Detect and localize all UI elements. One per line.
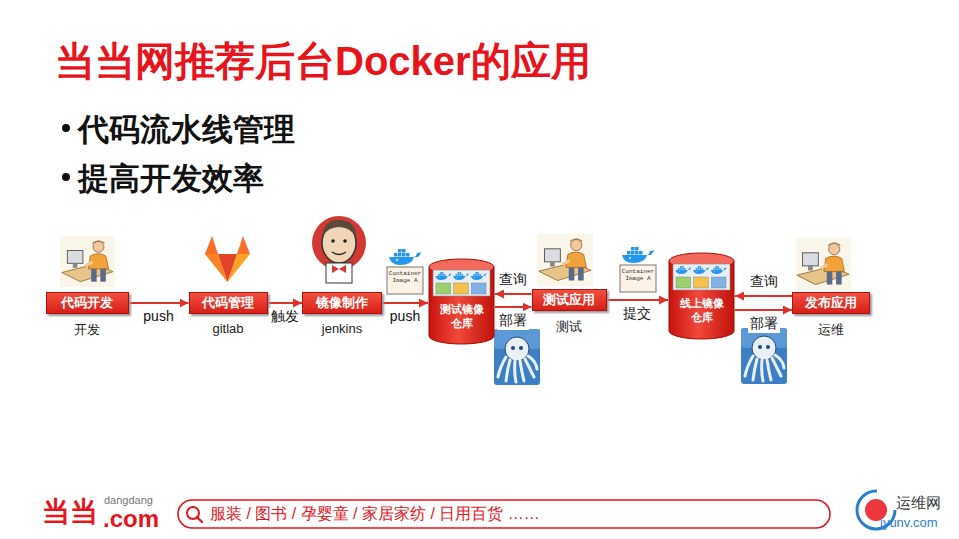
box-label: 镜像制作 xyxy=(316,294,368,312)
edge-label: 查询 xyxy=(497,271,529,289)
role-caption: 测试 xyxy=(556,318,582,336)
flow-arrow xyxy=(129,302,189,304)
flow-arrow xyxy=(495,306,532,308)
edge-label: push xyxy=(141,308,175,324)
flow-arrow xyxy=(735,309,792,311)
flow-arrow xyxy=(495,293,532,295)
role-caption: 开发 xyxy=(74,321,100,339)
process-box: 发布应用运维 xyxy=(792,292,870,314)
watermark: 运维网 xyxy=(896,494,941,513)
edge-label: 部署 xyxy=(497,312,529,330)
edge-label: push xyxy=(388,308,422,324)
edge-label: 提交 xyxy=(621,305,653,323)
role-caption: gitlab xyxy=(212,321,243,336)
repository-cylinder: 测试镜像仓库 xyxy=(428,258,495,345)
cylinder-outline xyxy=(428,258,495,345)
brand-logo: 当当 xyxy=(42,493,98,531)
process-box: 代码开发开发 xyxy=(46,292,129,314)
cylinder-outline xyxy=(668,252,735,340)
box-label: 代码管理 xyxy=(202,294,254,312)
box-label: 发布应用 xyxy=(805,294,857,312)
slide-title: 当当网推荐后台Docker的应用 xyxy=(55,34,591,89)
edge-label: 查询 xyxy=(748,273,780,291)
process-box: 镜像制作jenkins xyxy=(302,292,382,314)
box-label: 测试应用 xyxy=(543,291,595,309)
edge-label: 部署 xyxy=(748,315,780,333)
brand-domain: .com xyxy=(103,505,159,533)
flow-arrow xyxy=(607,299,669,301)
flow-arrow xyxy=(268,302,303,304)
process-box: 测试应用测试 xyxy=(532,289,607,311)
flow-arrow xyxy=(382,302,428,304)
bullet-text: 提高开发效率 xyxy=(78,158,264,200)
brand-name: dangdang xyxy=(104,494,153,506)
category-bar: 服装 / 图书 / 孕婴童 / 家居家纺 / 日用百货 …… xyxy=(210,504,540,525)
box-label: 代码开发 xyxy=(61,294,113,312)
role-caption: jenkins xyxy=(322,321,362,336)
process-box: 代码管理gitlab xyxy=(189,292,268,314)
flow-arrow xyxy=(735,295,792,297)
image-label: Container Image A xyxy=(621,268,655,282)
watermark-url: iyunv.com xyxy=(880,515,938,530)
repository-label: 线上镜像仓库 xyxy=(679,296,725,325)
repository-cylinder: 线上镜像仓库 xyxy=(668,252,735,340)
role-caption: 运维 xyxy=(818,321,844,339)
edge-label: 触发 xyxy=(269,308,301,326)
repository-label: 测试镜像仓库 xyxy=(439,302,485,331)
bullet-text: 代码流水线管理 xyxy=(78,109,295,151)
image-label: Container Image A xyxy=(388,270,422,284)
